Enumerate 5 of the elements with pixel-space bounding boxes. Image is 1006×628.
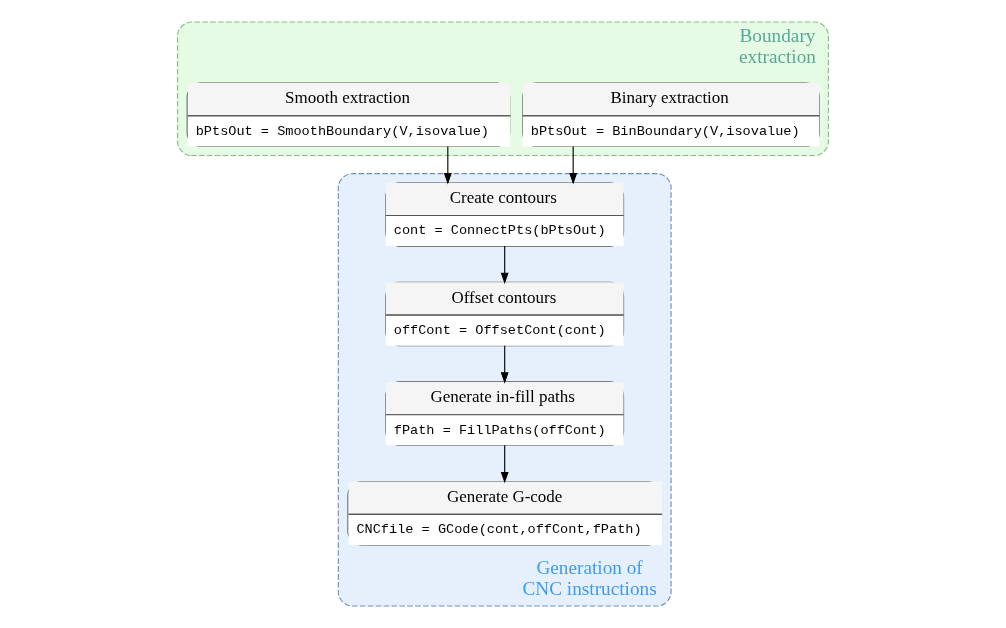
arrow <box>569 145 578 185</box>
arrow <box>500 444 509 484</box>
arrow <box>500 345 509 384</box>
arrow <box>443 145 452 185</box>
arrow <box>500 245 509 285</box>
